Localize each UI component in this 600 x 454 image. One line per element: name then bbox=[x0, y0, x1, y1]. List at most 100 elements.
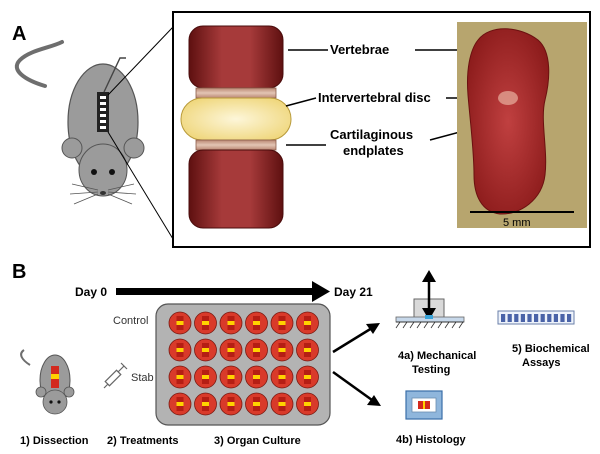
mouse-pointer-line bbox=[103, 57, 126, 93]
assay-tube bbox=[501, 314, 506, 322]
label-endplates-line1: Cartilaginous bbox=[330, 127, 413, 142]
culture-well bbox=[245, 338, 268, 362]
intervertebral-disc bbox=[180, 97, 292, 141]
culture-well bbox=[194, 311, 217, 335]
tissue-disc-highlight bbox=[498, 91, 518, 105]
mouse-spine-dots bbox=[100, 96, 106, 129]
culture-well bbox=[168, 365, 192, 389]
culture-well bbox=[245, 392, 268, 416]
label-biochemical-line2: Assays bbox=[522, 357, 561, 369]
motion-segment-diagram bbox=[180, 25, 292, 229]
mouse-whiskers bbox=[69, 183, 137, 205]
mouse-head bbox=[78, 143, 128, 197]
mouse-small-ear-right bbox=[63, 386, 75, 398]
tissue-photo: 5 mm bbox=[457, 22, 587, 229]
label-mechanical-line1: 4a) Mechanical bbox=[398, 350, 476, 362]
endplate-bottom bbox=[195, 139, 277, 151]
culture-well bbox=[296, 392, 319, 416]
leader-disc-left bbox=[285, 97, 317, 107]
mouse-small-disc bbox=[51, 374, 59, 379]
zoom-line-top bbox=[107, 26, 174, 96]
mouse-ear-right bbox=[123, 137, 145, 159]
culture-well bbox=[270, 392, 294, 416]
culture-well bbox=[245, 311, 268, 335]
label-day-0: Day 0 bbox=[75, 285, 107, 299]
force-arrow-up bbox=[422, 270, 436, 282]
vertebra-bottom bbox=[188, 149, 284, 229]
culture-well bbox=[219, 365, 243, 389]
culture-well bbox=[296, 311, 319, 335]
arrow-to-histology-shaft bbox=[332, 370, 373, 402]
arrow-to-mechanical-shaft bbox=[332, 326, 373, 354]
culture-well bbox=[168, 311, 192, 335]
mouse-small-eye-left bbox=[49, 400, 53, 404]
label-biochemical-line1: 5) Biochemical bbox=[512, 343, 590, 355]
label-vertebrae: Vertebrae bbox=[330, 42, 389, 57]
culture-well bbox=[194, 392, 217, 416]
timeline-arrow-head bbox=[312, 281, 330, 302]
endplate-top bbox=[195, 87, 277, 99]
mouse-tail bbox=[14, 40, 64, 88]
test-sample bbox=[425, 315, 433, 319]
zoom-line-bottom bbox=[107, 131, 174, 240]
assay-tube bbox=[514, 314, 519, 322]
label-mechanical-line2: Testing bbox=[412, 364, 450, 376]
mouse-eye-left bbox=[91, 169, 97, 175]
culture-well bbox=[296, 365, 319, 389]
culture-well bbox=[194, 338, 217, 362]
culture-well bbox=[296, 338, 319, 362]
label-step-treatments: 2) Treatments bbox=[107, 435, 179, 447]
assay-tube bbox=[540, 314, 545, 322]
label-stab: Stab bbox=[131, 372, 154, 384]
timeline-arrow-shaft bbox=[116, 288, 312, 295]
mouse-large bbox=[14, 40, 145, 205]
label-endplates-line2: endplates bbox=[343, 143, 404, 158]
assay-tube bbox=[520, 314, 525, 322]
assay-tube bbox=[547, 314, 552, 322]
culture-well bbox=[270, 365, 294, 389]
mechanical-testing-icon bbox=[395, 270, 465, 329]
tissue-sample bbox=[467, 28, 550, 215]
label-step-organ-culture: 3) Organ Culture bbox=[214, 435, 301, 447]
mouse-ear-left bbox=[61, 137, 83, 159]
mouse-nose bbox=[100, 191, 106, 195]
culture-well bbox=[219, 392, 243, 416]
mouse-eye-right bbox=[109, 169, 115, 175]
culture-well bbox=[270, 338, 294, 362]
assay-tube bbox=[534, 314, 539, 322]
label-intervertebral-disc: Intervertebral disc bbox=[318, 90, 431, 105]
mouse-small-eye-right bbox=[57, 400, 61, 404]
assay-tube bbox=[560, 314, 565, 322]
label-step-dissection: 1) Dissection bbox=[20, 435, 89, 447]
scale-bar-label: 5 mm bbox=[503, 217, 531, 229]
assay-tube bbox=[553, 314, 558, 322]
mouse-small-tail bbox=[20, 349, 31, 366]
arrow-to-histology-head bbox=[367, 395, 381, 406]
culture-well bbox=[245, 365, 268, 389]
well-grid bbox=[168, 311, 319, 416]
vertebra-top bbox=[188, 25, 284, 89]
label-day-21: Day 21 bbox=[334, 285, 373, 299]
scale-bar-line bbox=[470, 211, 574, 213]
assay-tube bbox=[527, 314, 532, 322]
culture-well bbox=[219, 311, 243, 335]
culture-well bbox=[270, 311, 294, 335]
culture-well bbox=[168, 338, 192, 362]
assay-tube bbox=[507, 314, 512, 322]
ground-hatch bbox=[395, 321, 464, 329]
mouse-small bbox=[20, 349, 75, 415]
slide-section-disc bbox=[423, 401, 425, 409]
biochemical-assays-icon bbox=[497, 310, 575, 325]
mouse-small-ear-left bbox=[35, 386, 47, 398]
label-histology: 4b) Histology bbox=[396, 434, 467, 446]
label-control: Control bbox=[113, 315, 148, 327]
histology-slide-icon bbox=[405, 390, 443, 420]
force-arrow-down bbox=[422, 308, 436, 320]
assay-tube bbox=[567, 314, 572, 322]
panel-letter-b: B bbox=[12, 261, 26, 283]
panel-letter-a: A bbox=[12, 23, 26, 45]
arrow-to-mechanical-head bbox=[366, 323, 380, 334]
culture-well bbox=[194, 365, 217, 389]
syringe-icon bbox=[103, 362, 128, 389]
